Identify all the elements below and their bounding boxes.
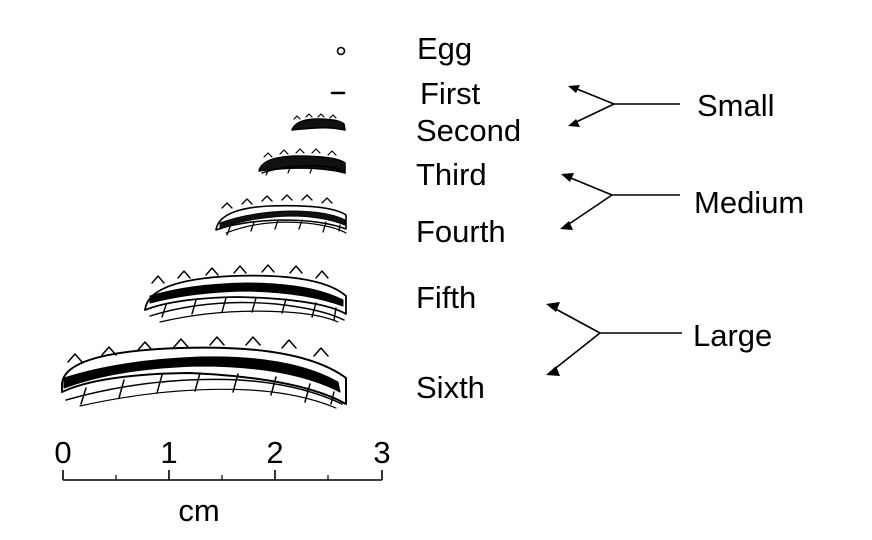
scale-unit-label: cm (178, 493, 219, 528)
scale-bar: 0 1 2 3 cm (54, 435, 390, 528)
larvae-drawings (61, 46, 347, 409)
stage-label-fifth: Fifth (416, 280, 476, 315)
arrowhead-icon (546, 366, 560, 376)
third-instar-drawing (258, 148, 346, 176)
group-label-large: Large (693, 318, 772, 353)
fifth-instar-drawing (144, 264, 347, 323)
fourth-instar-drawing (215, 194, 347, 236)
large-bracket (546, 302, 682, 376)
stage-label-fourth: Fourth (416, 214, 506, 249)
egg-drawing (336, 46, 346, 56)
stage-label-third: Third (416, 157, 487, 192)
sixth-instar-drawing (61, 336, 347, 409)
stage-label-egg: Egg (417, 31, 472, 66)
arrowhead-icon (568, 119, 580, 127)
group-label-small: Small (697, 88, 775, 123)
scale-tick-label-2: 2 (266, 435, 283, 470)
medium-bracket (560, 173, 680, 230)
arrowhead-icon (561, 173, 574, 182)
scale-tick-label-0: 0 (54, 435, 71, 470)
stage-label-first: First (420, 76, 481, 111)
arrowhead-icon (546, 302, 560, 312)
second-instar-drawing (291, 113, 346, 131)
scale-tick-label-1: 1 (160, 435, 177, 470)
scale-tick-label-3: 3 (373, 435, 390, 470)
arrowhead-icon (568, 85, 580, 93)
group-labels: Small Medium Large (693, 88, 804, 353)
small-bracket (568, 85, 680, 127)
group-label-medium: Medium (694, 185, 804, 220)
stage-label-sixth: Sixth (416, 370, 485, 405)
group-brackets (546, 85, 682, 376)
stage-label-second: Second (416, 113, 521, 148)
arrowhead-icon (560, 221, 573, 230)
stage-labels: Egg First Second Third Fourth Fifth Sixt… (416, 31, 521, 405)
